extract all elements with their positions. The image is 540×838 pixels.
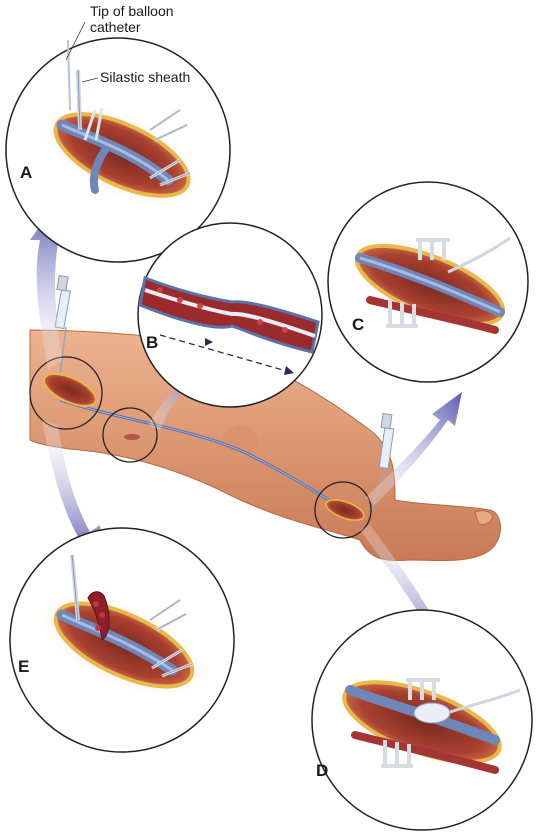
ankle-incision-circle [314, 481, 372, 539]
panel-letter-e: E [18, 657, 29, 676]
groin-incision-circle [29, 356, 103, 430]
label-catheter: catheter [90, 19, 141, 35]
panel-b [137, 222, 323, 408]
label-silastic-sheath: Silastic sheath [100, 69, 190, 85]
panel-letter-d: D [316, 761, 328, 780]
panel-e [9, 527, 235, 753]
callout-balloon-tip: Tip of balloon catheter [65, 3, 174, 61]
panel-a [5, 37, 231, 263]
arrow-to-panel-e [42, 420, 104, 560]
balloon-icon [413, 702, 451, 724]
panel-c [327, 181, 529, 383]
panel-letter-b: B [146, 333, 158, 352]
panel-d [311, 609, 533, 831]
callout-silastic-sheath: Silastic sheath [81, 69, 190, 85]
arrow-to-panel-c [365, 392, 462, 505]
thigh-marker-circle [102, 407, 158, 463]
arrow-to-panel-d [360, 525, 448, 660]
label-tip-of-balloon: Tip of balloon [90, 3, 174, 19]
panel-letter-a: A [20, 163, 32, 182]
panel-letter-c: C [352, 315, 364, 334]
syringe-upper-icon [54, 274, 71, 376]
arrow-to-panel-a [30, 205, 70, 370]
